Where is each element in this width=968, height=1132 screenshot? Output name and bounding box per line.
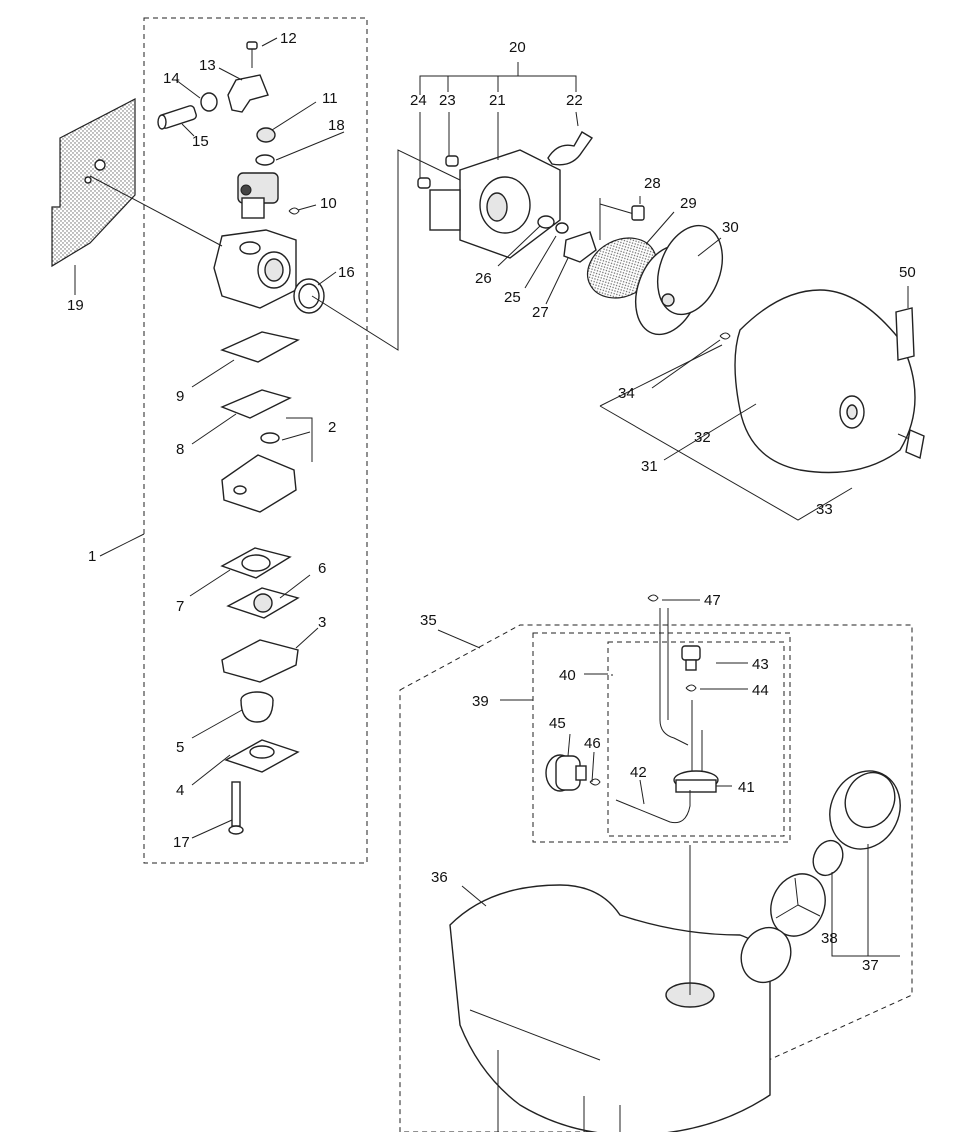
knob-33 <box>897 429 925 459</box>
label-7: 7 <box>176 598 184 615</box>
label-26: 26 <box>475 270 492 287</box>
label-34: 34 <box>618 385 635 402</box>
fuel-filter-45 <box>545 754 587 792</box>
o-ring-18 <box>255 154 275 166</box>
bracket-13 <box>227 74 269 113</box>
label-9: 9 <box>176 388 184 405</box>
label-44: 44 <box>752 682 769 699</box>
callout-labels: 1 2 3 4 5 6 7 8 9 10 11 12 13 14 15 16 1… <box>67 30 916 974</box>
gasket-ring-16 <box>293 278 325 314</box>
label-27: 27 <box>532 304 549 321</box>
carburetor-body <box>213 229 297 309</box>
label-6: 6 <box>318 560 326 577</box>
leader-lines <box>74 37 909 1132</box>
label-43: 43 <box>752 656 769 673</box>
clip-34 <box>719 332 731 340</box>
label-25: 25 <box>504 289 521 306</box>
choke-lever-22 <box>547 131 594 166</box>
pin-23 <box>445 155 459 167</box>
label-40: 40 <box>559 667 576 684</box>
label-2: 2 <box>328 419 336 436</box>
fuel-cap-37 <box>829 770 901 850</box>
pump-body <box>221 454 297 513</box>
label-16: 16 <box>338 264 355 281</box>
vent-43 <box>681 645 701 671</box>
label-33: 33 <box>816 501 833 518</box>
washer-25 <box>555 222 569 234</box>
clip-47 <box>647 594 659 602</box>
air-cleaner-cover-32 <box>734 289 916 474</box>
label-50: 50 <box>899 264 916 281</box>
clip-44 <box>685 684 697 692</box>
label-12: 12 <box>280 30 297 47</box>
clip-10 <box>288 207 300 215</box>
label-14: 14 <box>163 70 180 87</box>
clip-46 <box>589 778 601 786</box>
label-28: 28 <box>644 175 661 192</box>
bolt-28 <box>599 203 645 221</box>
bolt-17 <box>228 781 244 835</box>
adjust-screw-11 <box>256 127 276 143</box>
cap-gasket-38 <box>812 839 844 877</box>
throttle-assembly <box>237 172 279 219</box>
fuel-tube-42 <box>615 790 691 824</box>
label-42: 42 <box>630 764 647 781</box>
label-22: 22 <box>566 92 583 109</box>
sleeve-15 <box>157 105 197 130</box>
diaphragm-8 <box>220 389 292 419</box>
carburetor-group-box <box>143 17 368 864</box>
label-5: 5 <box>176 739 184 756</box>
label-1: 1 <box>88 548 96 565</box>
label-31: 31 <box>641 458 658 475</box>
fuel-line-group-box-40 <box>607 641 785 837</box>
o-ring-2 <box>260 432 280 444</box>
label-13: 13 <box>199 57 216 74</box>
label-23: 23 <box>439 92 456 109</box>
gasket-9 <box>220 331 300 363</box>
label-32: 32 <box>694 429 711 446</box>
label-10: 10 <box>320 195 337 212</box>
label-18: 18 <box>328 117 345 134</box>
label-15: 15 <box>192 133 209 150</box>
fuel-tank-group-box <box>399 624 913 1132</box>
label-30: 30 <box>722 219 739 236</box>
label-19: 19 <box>67 297 84 314</box>
label-11: 11 <box>322 90 338 107</box>
filter-element-30 <box>635 224 723 336</box>
label-45: 45 <box>549 715 566 732</box>
label-21: 21 <box>489 92 506 109</box>
label-35: 35 <box>420 612 437 629</box>
label-37: 37 <box>862 957 879 974</box>
washer-26 <box>537 215 555 229</box>
label-20: 20 <box>509 39 526 56</box>
washer-14 <box>200 92 218 112</box>
label-17: 17 <box>173 834 190 851</box>
filler-neck <box>740 926 792 984</box>
primer-plate-4 <box>224 739 300 773</box>
label-4: 4 <box>176 782 184 799</box>
label-29: 29 <box>680 195 697 212</box>
bracket-27 <box>563 231 597 263</box>
label-plate-50 <box>895 307 915 361</box>
label-41: 41 <box>738 779 755 796</box>
label-46: 46 <box>584 735 601 752</box>
pin-24 <box>417 177 431 189</box>
label-39: 39 <box>472 693 489 710</box>
fuel-line-group-box-39 <box>532 632 791 843</box>
label-47: 47 <box>704 592 721 609</box>
screw-12 <box>246 41 258 68</box>
cover-3 <box>221 639 299 683</box>
insulator-sheet-19 <box>51 98 136 268</box>
label-3: 3 <box>318 614 326 631</box>
primer-bulb-5 <box>240 691 274 723</box>
label-36: 36 <box>431 869 448 886</box>
label-8: 8 <box>176 441 184 458</box>
diaphragm-6 <box>226 587 300 619</box>
grommet-41 <box>659 608 719 793</box>
label-38: 38 <box>821 930 838 947</box>
label-24: 24 <box>410 92 427 109</box>
